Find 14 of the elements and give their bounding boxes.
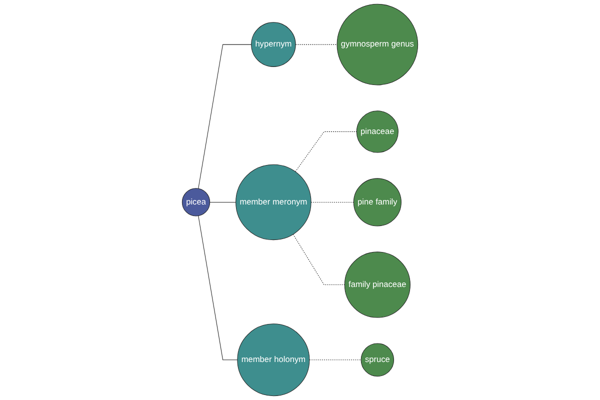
connector bbox=[198, 44, 252, 189]
node-circle: picea bbox=[182, 188, 210, 216]
connector bbox=[292, 234, 345, 285]
connector bbox=[198, 216, 238, 360]
connector bbox=[295, 44, 338, 45]
node-circle: member holonym bbox=[237, 324, 310, 396]
node-circle: member meronym bbox=[236, 164, 312, 240]
connector bbox=[295, 131, 357, 172]
node-circle: hypernym bbox=[251, 22, 296, 67]
node-circle: gymnosperm genus bbox=[336, 4, 418, 86]
node-circle: family pinaceae bbox=[344, 252, 410, 318]
node-circle: pine family bbox=[353, 178, 402, 226]
node-circle: pinaceae bbox=[356, 110, 398, 153]
node-circle: spruce bbox=[360, 343, 394, 376]
